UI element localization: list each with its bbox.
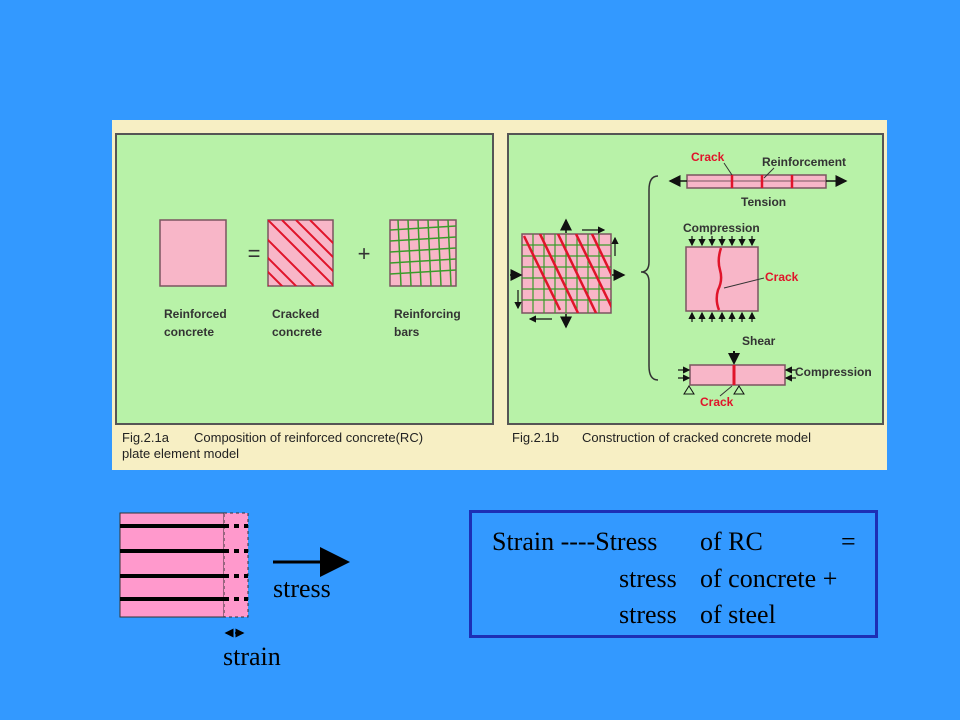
equation-line3-a: stress	[619, 600, 677, 629]
stress-strain-demo: stress strain	[115, 505, 365, 675]
reinforced-concrete-square	[159, 219, 227, 287]
brace	[640, 175, 659, 381]
caption-fig-2-1a-line2: plate element model	[122, 446, 239, 461]
equals-sign: =	[248, 241, 261, 266]
stress-strain-svg: stress strain	[119, 512, 350, 671]
right-panel: Crack Reinforcement Tension Compression	[507, 133, 884, 445]
caption-fig-2-1a-number: Fig.2.1a	[122, 430, 170, 445]
caption-fig-2-1b-number: Fig.2.1b	[512, 430, 559, 445]
stress-label: stress	[273, 574, 331, 603]
crack-lines	[268, 220, 333, 286]
label-shear-crack: Crack	[700, 395, 734, 409]
label-reinforced: Reinforced	[164, 307, 227, 321]
compression-diagram: Compression Crack	[683, 221, 799, 322]
label-tension: Tension	[741, 195, 786, 209]
caption-fig-2-1a-line1: Composition of reinforced concrete(RC)	[194, 430, 423, 445]
equation-line1-mid: of RC	[700, 527, 763, 556]
label-concrete-2: concrete	[272, 325, 322, 339]
equation-equals: =	[841, 527, 856, 556]
rc-model-figure: = +	[112, 120, 887, 470]
equation-line2-a: stress	[619, 564, 677, 593]
label-cracked: Cracked	[272, 307, 319, 321]
tension-diagram: Crack Reinforcement Tension	[668, 150, 848, 209]
label-concrete-1: concrete	[164, 325, 214, 339]
left-panel: = +	[115, 133, 494, 461]
steel-bars	[120, 524, 248, 601]
strain-label: strain	[223, 642, 281, 671]
label-shear: Shear	[742, 334, 776, 348]
label-bars: bars	[394, 325, 420, 339]
label-compression-crack: Crack	[765, 270, 799, 284]
stress-equation-box: Strain ----Stress of RC = stress of conc…	[469, 510, 878, 638]
shear-diagram: Shear Compression Crack	[678, 334, 872, 409]
label-compression-top: Compression	[683, 221, 760, 235]
label-reinforcing: Reinforcing	[394, 307, 461, 321]
caption-fig-2-1b-line1: Construction of cracked concrete model	[582, 430, 811, 445]
rc-specimen	[119, 512, 225, 618]
label-shear-compression: Compression	[795, 365, 872, 379]
equation-line3-b: of steel	[700, 600, 776, 629]
figure-svg: = +	[115, 133, 884, 461]
equation-line2-b: of concrete +	[700, 564, 838, 593]
label-tension-crack: Crack	[691, 150, 725, 164]
plus-sign: +	[358, 241, 371, 266]
label-reinforcement: Reinforcement	[762, 155, 846, 169]
strain-extension	[223, 512, 249, 618]
reinforcing-bars-grid	[389, 219, 457, 287]
equation-line1-left: Strain ----Stress	[492, 527, 658, 556]
cracked-element-grid	[510, 218, 626, 329]
